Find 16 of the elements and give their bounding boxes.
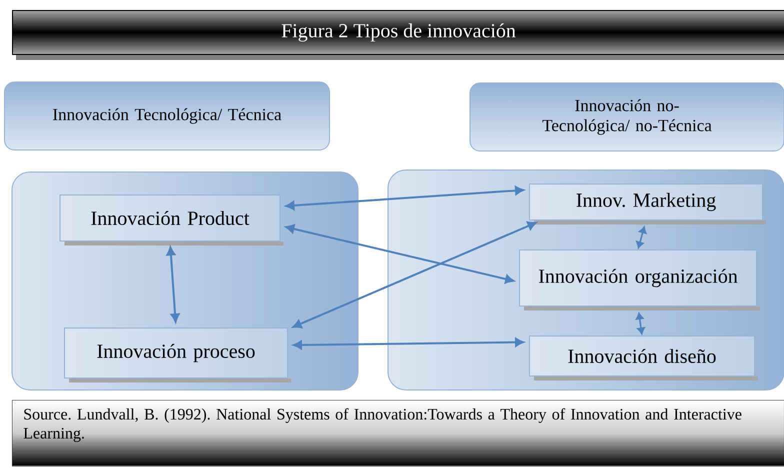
arrow bbox=[636, 312, 645, 334]
arrow bbox=[293, 338, 524, 350]
arrow bbox=[166, 246, 180, 322]
innovation-box: Innovación diseño bbox=[529, 336, 755, 376]
arrow bbox=[286, 186, 524, 210]
innovation-box: Innovación organización bbox=[519, 250, 757, 306]
title-bar: Figura 2 Tipos de innovación bbox=[12, 10, 784, 55]
category-box: Innovación no-Tecnológica/ no-Técnica bbox=[470, 82, 784, 152]
source-box: Source. Lundvall, B. (1992). National Systems of Innovation:Towards a Theory of Innovation and Interactive Learning. bbox=[12, 400, 784, 466]
arrow bbox=[636, 226, 647, 248]
arrow bbox=[292, 221, 536, 328]
arrow bbox=[286, 224, 514, 284]
innovation-box: Innovación Product bbox=[60, 194, 280, 242]
innovation-box: Innov. Marketing bbox=[529, 184, 763, 220]
innovation-box: Innovación proceso bbox=[64, 328, 288, 378]
category-box: Innovación Tecnológica/ Técnica bbox=[4, 82, 330, 150]
